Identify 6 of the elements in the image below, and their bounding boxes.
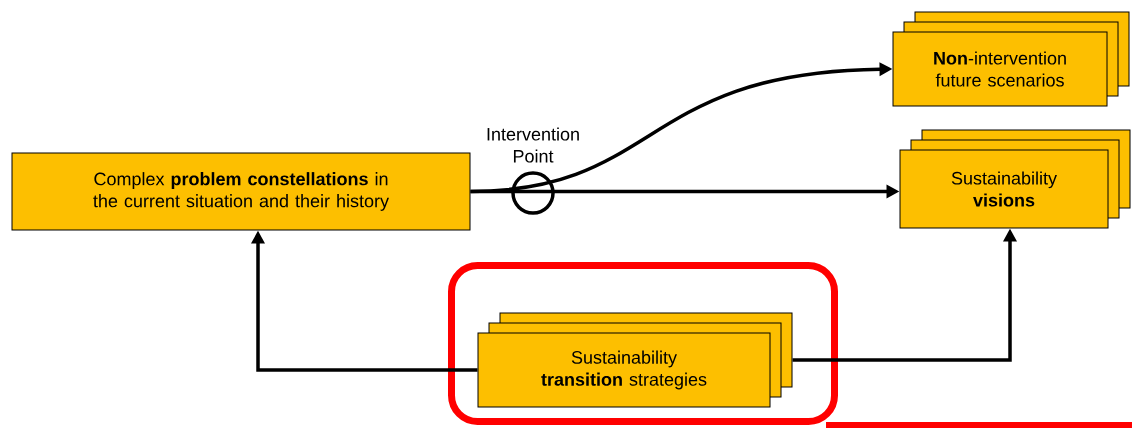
callout-label: Intervention Point [487, 127, 579, 163]
stacked-box: Sustainability visions [899, 129, 1131, 229]
stacked-box: Non-intervention future scenarios [892, 11, 1130, 107]
highlight-frame [448, 262, 838, 425]
stacked-box: Sustainability transition strategies [477, 312, 793, 408]
process-box: Complex problem constellations in the current situation and their history [11, 152, 471, 231]
